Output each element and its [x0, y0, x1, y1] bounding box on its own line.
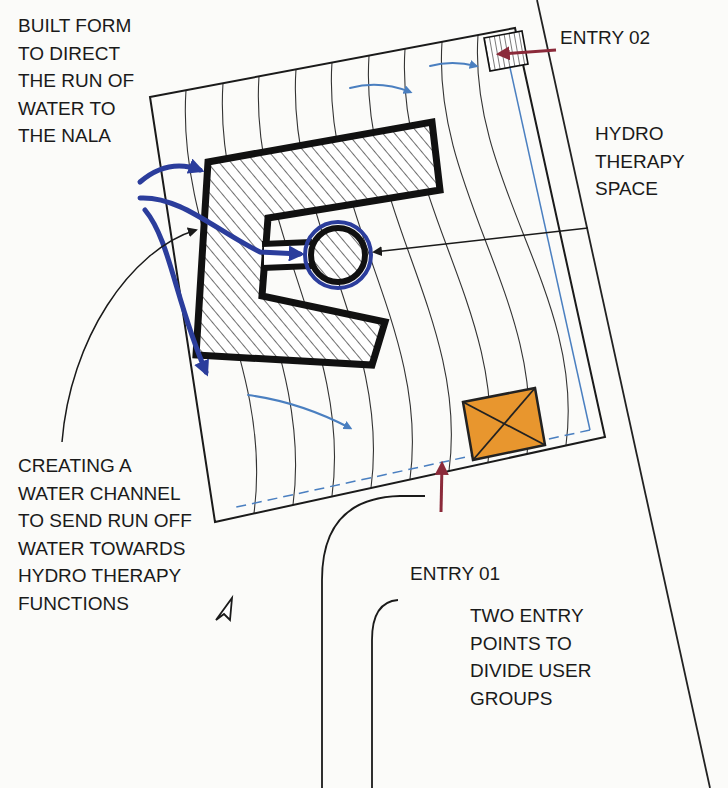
setback-line: [505, 45, 590, 430]
entry-label: ENTRY 02: [560, 24, 650, 52]
contour-line: [368, 56, 451, 471]
runoff-arrow: [248, 395, 350, 428]
entry-arrow: [441, 465, 442, 512]
space-label: HYDRO THERAPY SPACE: [595, 120, 710, 203]
water-ring: [305, 222, 371, 288]
channel-wall: [262, 242, 312, 244]
runoff-arrow: [430, 63, 476, 66]
access-road: [322, 496, 425, 788]
entry-label: ENTRY 01: [410, 560, 500, 588]
block-cross: [473, 388, 535, 460]
hydro-therapy-pool: [311, 228, 365, 282]
design-note: CREATING A WATER CHANNEL TO SEND RUN OFF…: [18, 452, 198, 617]
water-run-arrows: [140, 166, 300, 372]
channel-wall: [262, 266, 312, 268]
design-note: TWO ENTRY POINTS TO DIVIDE USER GROUPS: [470, 602, 620, 712]
water-arrow: [145, 210, 206, 372]
leader-line: [374, 228, 588, 252]
access-road: [372, 600, 398, 788]
site-boundary: [150, 28, 605, 522]
built-form: [196, 122, 440, 365]
service-block: [463, 388, 545, 460]
runoff-arrows: [248, 63, 476, 428]
contour-line: [477, 35, 568, 445]
north-symbol: [216, 598, 232, 620]
design-note: BUILT FORM TO DIRECT THE RUN OF WATER TO…: [18, 12, 143, 150]
contour-lines: [185, 35, 568, 513]
runoff-arrow: [350, 85, 410, 92]
leader-line: [62, 230, 196, 442]
water-arrow: [140, 166, 200, 182]
entry-arrow: [500, 50, 556, 54]
